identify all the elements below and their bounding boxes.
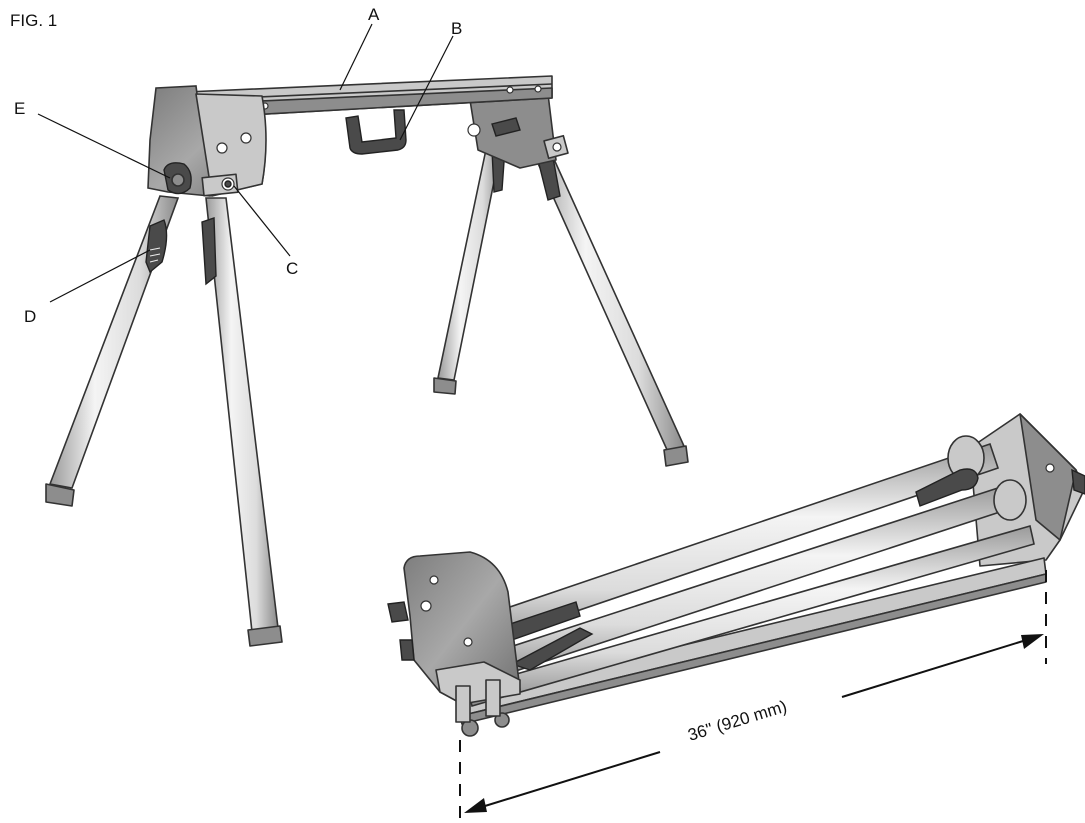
- foot-cap: [433, 377, 457, 395]
- dimension-line: [841, 636, 1037, 698]
- sawhorse-folded: 36" (920 mm): [387, 413, 1085, 823]
- folded-leg-lever: [915, 468, 979, 507]
- callout-a: A: [368, 5, 380, 24]
- foot-cap: [45, 483, 75, 507]
- callout-c: C: [286, 259, 298, 278]
- foot-cap: [663, 445, 689, 467]
- dimension-label: 36" (920 mm): [686, 697, 789, 745]
- right-end-bracket: [467, 93, 569, 169]
- dimension-line: [471, 751, 661, 811]
- folded-leg-lever: [510, 627, 594, 671]
- front-left-legs: [45, 195, 283, 647]
- sawhorse-standing: A B E C D: [14, 5, 689, 647]
- dimension-arrowhead-right: [1021, 634, 1044, 649]
- carry-handle: [345, 109, 407, 155]
- leg-lock-lever-d: [145, 219, 168, 274]
- figure-title: FIG. 1: [10, 11, 57, 30]
- callout-d: D: [24, 307, 36, 326]
- left-end-bracket: [147, 85, 267, 197]
- leg-lock-lever: [201, 217, 217, 286]
- dimension-arrowhead-left: [464, 798, 487, 813]
- rear-right-legs: [433, 139, 689, 467]
- foot-cap: [247, 625, 283, 647]
- callout-b: B: [451, 19, 462, 38]
- leg-latch: [491, 117, 521, 137]
- callout-e: E: [14, 99, 25, 118]
